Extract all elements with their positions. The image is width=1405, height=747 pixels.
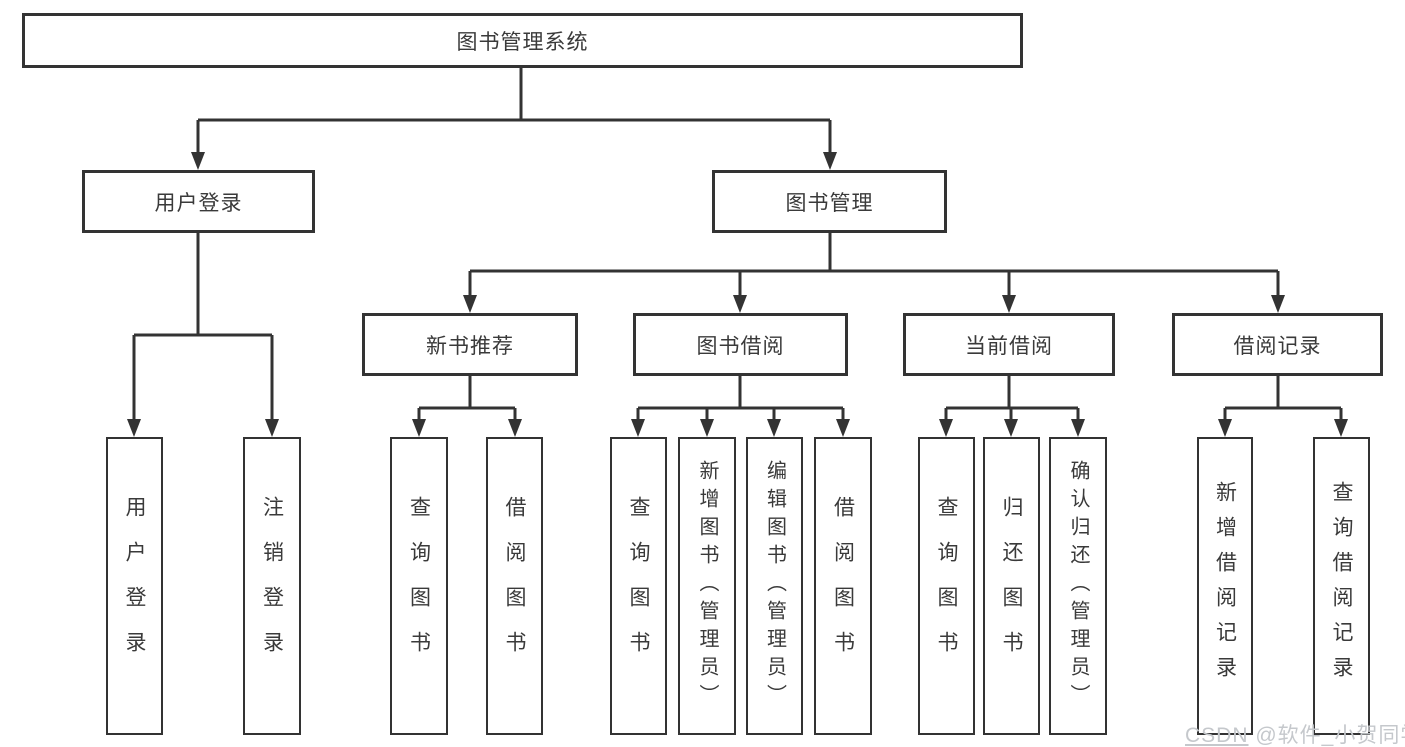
arrowhead [412, 419, 426, 437]
leaf-borrow-books: 借阅图书 [814, 437, 872, 735]
arrowhead [463, 295, 477, 313]
node-current-borrowing-label: 当前借阅 [965, 334, 1053, 358]
arrowhead [939, 419, 953, 437]
connector-current-borrow [944, 376, 1080, 421]
leaf-query-books-borrow-label: 查询图书 [627, 496, 650, 676]
node-root: 图书管理系统 [22, 13, 1023, 68]
arrowhead [631, 419, 645, 437]
leaf-query-borrow-record: 查询借阅记录 [1313, 437, 1370, 735]
node-user-login: 用户登录 [82, 170, 315, 233]
leaf-user-login-label: 用户登录 [123, 496, 146, 676]
node-book-borrowing: 图书借阅 [633, 313, 848, 376]
leaf-return-books: 归还图书 [983, 437, 1040, 735]
arrowhead [127, 419, 141, 437]
leaf-borrow-books-recommend-label: 借阅图书 [503, 496, 526, 676]
arrowhead [1004, 419, 1018, 437]
arrowhead [1071, 419, 1085, 437]
leaf-edit-books-admin: 编辑图书（管理员） [746, 437, 803, 735]
leaf-add-books-admin-label: 新增图书（管理员） [696, 460, 718, 712]
leaf-logout-label: 注销登录 [260, 496, 284, 676]
node-current-borrowing: 当前借阅 [903, 313, 1115, 376]
node-book-borrowing-label: 图书借阅 [696, 334, 785, 358]
csdn-watermark: CSDN @软件_小贺同学 [1185, 719, 1405, 747]
arrowhead [1334, 419, 1348, 437]
arrowhead [1271, 295, 1285, 313]
arrowhead [265, 419, 279, 437]
node-borrowing-records: 借阅记录 [1172, 313, 1383, 376]
arrowhead [733, 295, 747, 313]
arrowhead [1218, 419, 1232, 437]
leaf-confirm-return-admin: 确认归还（管理员） [1049, 437, 1107, 735]
csdn-watermark-handle: @软件_小贺同学 [1248, 724, 1405, 747]
leaf-query-books-borrow: 查询图书 [610, 437, 667, 735]
leaf-query-books-current: 查询图书 [918, 437, 975, 735]
leaf-borrow-books-recommend: 借阅图书 [486, 437, 543, 735]
connector-root [196, 68, 832, 154]
connector-book-borrow [636, 376, 845, 421]
arrowhead [836, 419, 850, 437]
arrowhead [767, 419, 781, 437]
node-user-login-label: 用户登录 [154, 191, 243, 215]
connector-paths [132, 68, 1343, 421]
connector-user-login [132, 233, 274, 421]
connector-new-book-rec [417, 376, 517, 421]
leaf-add-borrow-record: 新增借阅记录 [1197, 437, 1253, 735]
connector-borrow-records [1223, 376, 1343, 421]
leaf-return-books-label: 归还图书 [1000, 496, 1023, 676]
node-book-management: 图书管理 [712, 170, 947, 233]
csdn-watermark-brand: CSDN [1185, 724, 1249, 747]
leaf-logout: 注销登录 [243, 437, 301, 735]
arrowhead [700, 419, 714, 437]
leaf-add-borrow-record-label: 新增借阅记录 [1213, 481, 1237, 691]
leaf-query-borrow-record-label: 查询借阅记录 [1330, 481, 1353, 691]
connector-book-mgmt [468, 233, 1280, 297]
node-book-management-label: 图书管理 [785, 191, 874, 215]
node-borrowing-records-label: 借阅记录 [1233, 334, 1322, 358]
arrowhead [191, 152, 205, 170]
arrowhead [508, 419, 522, 437]
leaf-query-books-recommend-label: 查询图书 [407, 496, 431, 676]
node-new-book-recommendation: 新书推荐 [362, 313, 578, 376]
arrowhead [1002, 295, 1016, 313]
node-root-label: 图书管理系统 [456, 30, 589, 54]
leaf-query-books-recommend: 查询图书 [390, 437, 448, 735]
leaf-edit-books-admin-label: 编辑图书（管理员） [763, 460, 786, 712]
leaf-confirm-return-admin-label: 确认归还（管理员） [1067, 460, 1089, 712]
leaf-borrow-books-label: 借阅图书 [831, 496, 855, 676]
leaf-user-login: 用户登录 [106, 437, 163, 735]
leaf-query-books-current-label: 查询图书 [935, 496, 958, 676]
node-new-book-recommendation-label: 新书推荐 [426, 334, 514, 358]
arrowhead [823, 152, 837, 170]
leaf-add-books-admin: 新增图书（管理员） [678, 437, 736, 735]
arrowheads [127, 152, 1348, 437]
